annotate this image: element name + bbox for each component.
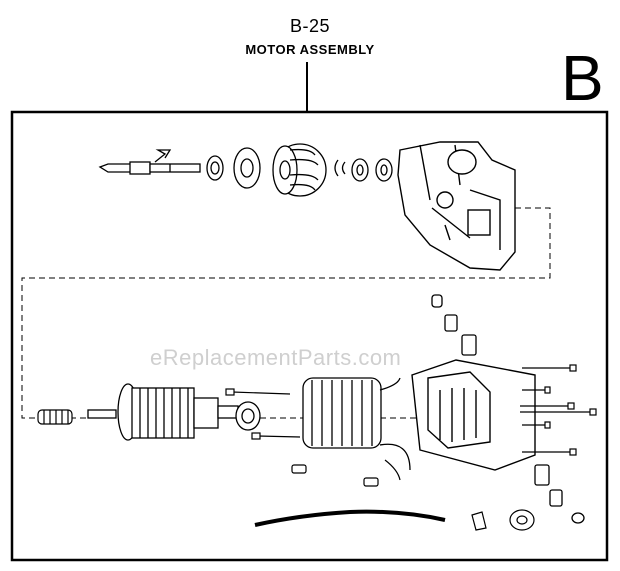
pulley — [272, 143, 327, 197]
brush-holder — [431, 294, 563, 507]
shaft — [98, 149, 201, 175]
gear-housing — [397, 141, 516, 271]
dash-line-top — [21, 207, 551, 419]
motor-housing — [411, 359, 536, 471]
diagram-title: MOTOR ASSEMBLY — [245, 42, 375, 57]
spring — [37, 409, 73, 425]
diagram-frame — [10, 110, 609, 562]
diagram-code: B-25 — [289, 16, 331, 36]
bearing-upper-2 — [351, 158, 369, 182]
bearing-upper — [206, 155, 224, 181]
fan-baffle — [235, 401, 261, 431]
cord-clamp — [471, 511, 487, 531]
strain-relief — [509, 509, 535, 531]
retaining-ring — [334, 159, 346, 177]
watermark-text: eReplacementParts.com — [150, 345, 402, 370]
screws — [225, 364, 597, 487]
section-letter: B — [561, 42, 604, 114]
armature — [87, 383, 239, 441]
brush-cap — [571, 512, 585, 524]
bearing-upper-3 — [375, 158, 393, 182]
washer — [233, 147, 261, 189]
power-cord — [254, 459, 446, 527]
stator-field — [302, 377, 411, 471]
